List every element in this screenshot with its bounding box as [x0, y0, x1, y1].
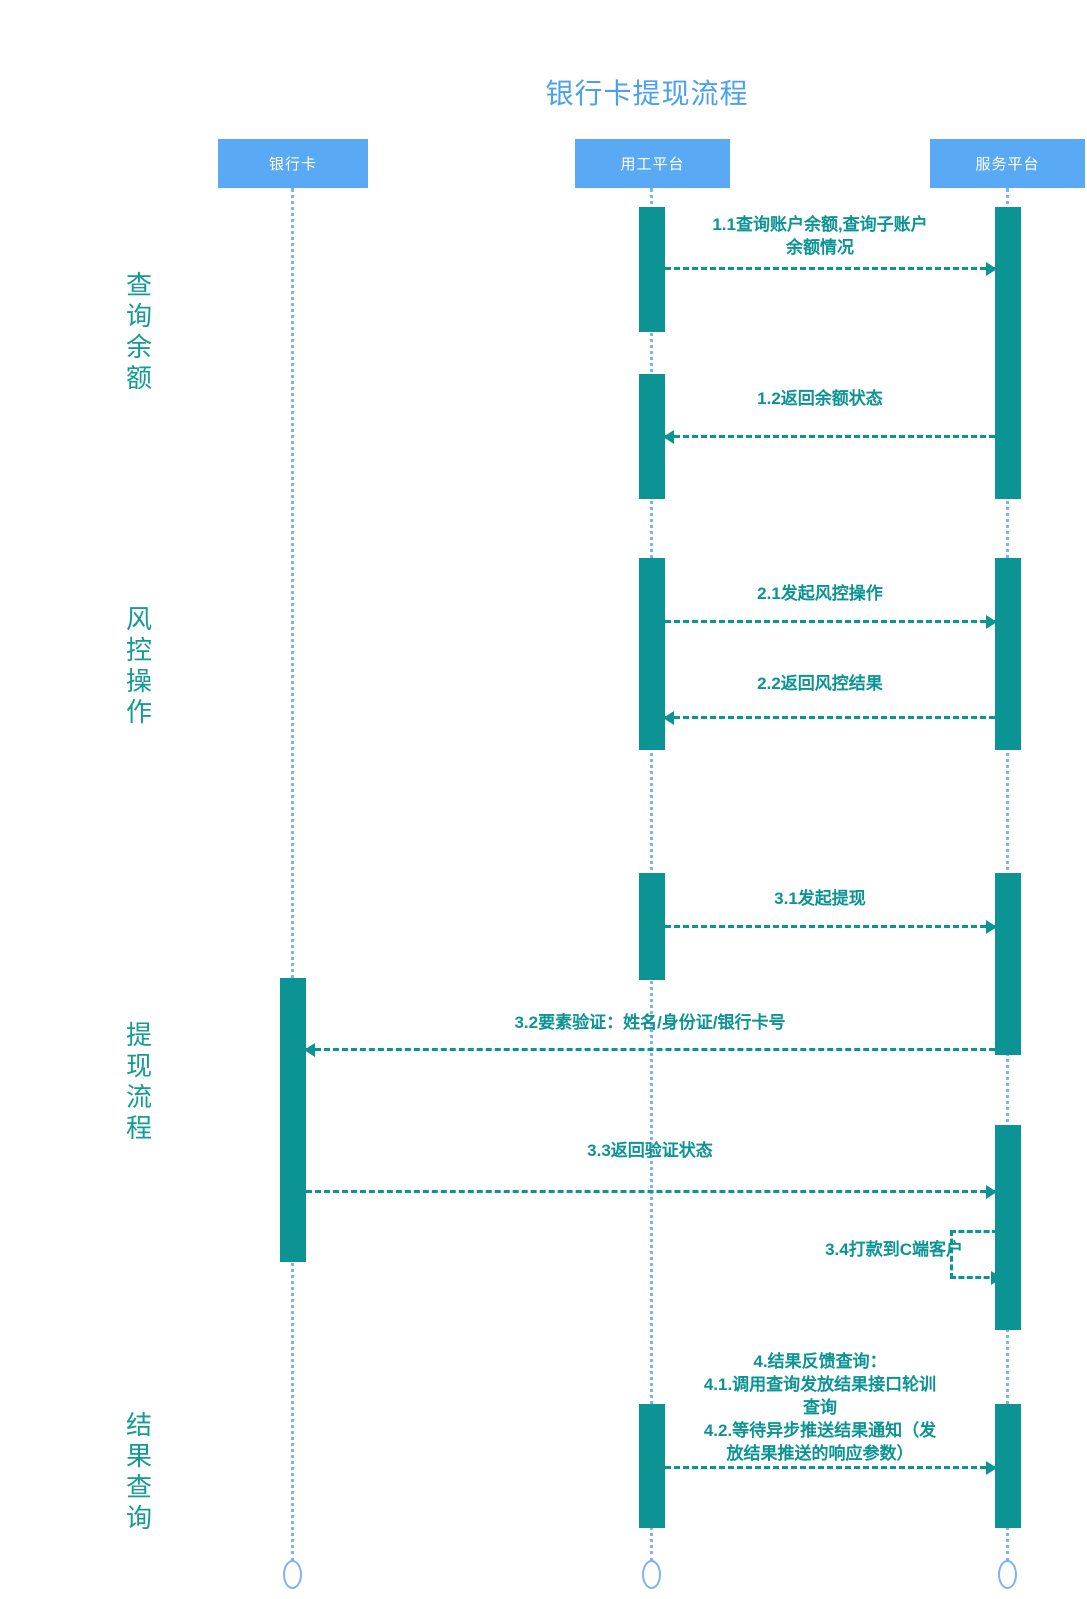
- message-arrow-1-1: [665, 262, 997, 276]
- message-arrow-2-2: [663, 711, 995, 725]
- activation-bar-employment-3: [639, 558, 665, 750]
- message-arrow-3-1: [665, 920, 997, 934]
- message-label-3-3: 3.3返回验证状态: [587, 1141, 713, 1160]
- message-arrow-1-2: [663, 430, 995, 444]
- actor-box-bank-card: 银行卡: [218, 139, 368, 188]
- message-label-1-1: 1.1查询账户余额,查询子账户 余额情况: [712, 215, 928, 257]
- message-label-4: 4.结果反馈查询： 4.1.调用查询发放结果接口轮训 查询 4.2.等待异步推送…: [703, 1352, 937, 1463]
- activation-bar-employment-4: [639, 873, 665, 980]
- activation-bar-service-1: [995, 207, 1021, 499]
- activation-bar-employment-1: [639, 207, 665, 332]
- activation-bar-bank-card: [280, 978, 306, 1262]
- message-label-3-4: 3.4打款到C端客户: [825, 1240, 963, 1259]
- activation-bar-employment-5: [639, 1404, 665, 1528]
- lifeline-terminator-bank-card: [283, 1560, 302, 1589]
- phase-label-query-balance: 查询余额: [125, 270, 152, 393]
- lifeline-terminator-service-platform: [998, 1560, 1017, 1589]
- phase-label-withdraw-flow: 提现流程: [125, 1020, 152, 1143]
- message-arrow-2-1: [665, 615, 997, 629]
- phase-label-result-query: 结果查询: [125, 1410, 152, 1533]
- message-label-1-2: 1.2返回余额状态: [757, 389, 883, 408]
- activation-bar-employment-2: [639, 374, 665, 499]
- activation-bar-service-5: [995, 1404, 1021, 1528]
- lifeline-terminator-employment-platform: [642, 1560, 661, 1589]
- lifeline-bank-card: [291, 188, 294, 1562]
- diagram-title: 银行卡提现流程: [545, 78, 749, 109]
- activation-bar-service-4: [995, 1125, 1021, 1330]
- phase-label-risk-control: 风控操作: [125, 604, 152, 727]
- self-message-loop-3-4: [950, 1230, 1002, 1285]
- actor-box-service-platform: 服务平台: [930, 139, 1085, 188]
- message-label-3-1: 3.1发起提现: [774, 889, 866, 908]
- message-label-2-1: 2.1发起风控操作: [757, 584, 883, 603]
- message-arrow-3-2: [304, 1043, 995, 1057]
- message-arrow-4: [665, 1461, 997, 1475]
- actor-box-employment-platform: 用工平台: [575, 139, 730, 188]
- activation-bar-service-2: [995, 558, 1021, 750]
- message-arrow-3-3: [306, 1185, 997, 1199]
- activation-bar-service-3: [995, 873, 1021, 1055]
- message-label-3-2: 3.2要素验证：姓名/身份证/银行卡号: [514, 1013, 786, 1032]
- message-label-2-2: 2.2返回风控结果: [757, 674, 883, 693]
